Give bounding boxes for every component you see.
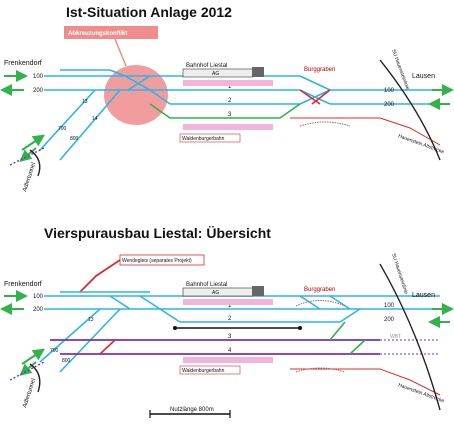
top-arrow-tunnel-700 (19, 147, 37, 162)
conflict-zone (104, 65, 168, 125)
bottom-tunnel-dashed (9, 361, 45, 381)
top-station-name: Bahnhof Liestal (186, 63, 227, 69)
bottom-tunnel-label: Adlertunnel (22, 378, 37, 409)
top-arrow-tunnel-800 (21, 134, 45, 151)
top-bridge-label: Burggraben (304, 67, 335, 73)
top-right-station: Lausen (412, 73, 435, 80)
top-station-ag: AG (212, 71, 219, 77)
top-tunnel-arc (29, 149, 41, 177)
bottom-crossover-red (99, 339, 116, 355)
bottom-track-800: 800 (62, 358, 71, 364)
bottom-crossover-green-2 (349, 339, 366, 355)
bottom-track-700: 700 (50, 348, 59, 354)
bottom-label-left-100: 100 (33, 294, 44, 300)
bottom-arrow-tunnel-800 (21, 348, 45, 365)
bottom-station-block (252, 286, 264, 296)
top-branch-box (179, 133, 241, 143)
bottom-arrow-tunnel-700 (19, 361, 37, 376)
bottom-branch-red (290, 368, 441, 396)
bottom-track-2: 2 (228, 316, 232, 322)
bottom-track-4-label: 4 (228, 348, 232, 354)
top-track-3-label: 3 (228, 112, 232, 118)
top-track-2: 2 (228, 98, 232, 104)
top-bridge-x2 (311, 89, 331, 105)
top-track-13: 13 (82, 99, 88, 105)
bottom-branch-box (179, 365, 241, 375)
conflict-label-box (64, 26, 158, 39)
wendegleis-label: Wendegleis (separates Projekt) (122, 258, 192, 264)
top-branch-label: Waldenburgerbahn (182, 136, 225, 142)
bottom-crossover-green-1 (329, 321, 346, 341)
bottom-label-right-100: 100 (384, 303, 395, 309)
top-platform-2 (183, 124, 273, 130)
top-bridge-arc (299, 121, 351, 127)
bottom-platform-2 (183, 357, 273, 363)
top-label-left-100: 100 (33, 74, 44, 80)
bottom-label-left-200: 200 (33, 307, 44, 313)
bottom-tracks (39, 291, 440, 373)
conflict-pointer (114, 38, 127, 67)
top-track-14: 14 (92, 116, 98, 122)
top-bridge-x1 (299, 89, 321, 105)
top-hauenstein-line (379, 59, 441, 161)
conflict-label: Abkreuzungskonflikt (68, 31, 127, 37)
bottom-bridge-arc-bottom (295, 367, 346, 373)
bottom-right-station: Lausen (412, 292, 435, 299)
top-old-line-label: Hauenstein Altstrecke (397, 133, 445, 155)
top-left-station: Frenkendorf (4, 60, 42, 67)
bottom-track-1: 1 (228, 303, 232, 309)
top-tunnel-label: Adlertunnel (22, 162, 37, 193)
top-hauenstein-label: SU Hauensteinlinie (390, 49, 410, 91)
bottom-platform-end-right (298, 326, 302, 330)
top-label-right-100: 100 (384, 88, 395, 94)
bottom-track-3-label: 3 (228, 334, 232, 340)
bottom-station-ag: AG (212, 290, 219, 296)
bottom-tunnel-arc (29, 363, 41, 393)
top-platform-1 (183, 80, 273, 86)
top-track-700: 700 (58, 126, 67, 132)
bottom-hauenstein-line (379, 263, 441, 411)
top-branch-red (290, 117, 441, 146)
top-track-800: 800 (70, 136, 79, 142)
bottom-bridge-label: Burggraben (304, 287, 335, 293)
bottom-wbt-label: WBT (390, 334, 401, 340)
top-track-3 (149, 103, 301, 119)
scale-label: Nutzlänge 800m (170, 407, 214, 413)
bottom-platform-1 (183, 299, 273, 305)
bottom-platform-end-left (173, 326, 177, 330)
top-station-block (252, 67, 264, 77)
top-label-left-200: 200 (33, 88, 44, 94)
bottom-label-right-200: 200 (384, 317, 395, 323)
bottom-bridge-arc-top (295, 300, 346, 307)
top-label-right-200: 200 (384, 102, 395, 108)
wendegleis-track (79, 259, 121, 293)
bottom-station-name: Bahnhof Liestal (186, 282, 227, 288)
bottom-title: Vierspurausbau Liestal: Übersicht (44, 225, 271, 241)
bottom-branch-label: Waldenburgerbahn (182, 368, 225, 374)
top-title: Ist-Situation Anlage 2012 (66, 4, 232, 20)
bottom-left-station: Frenkendorf (4, 281, 42, 288)
bottom-track-13: 13 (88, 317, 94, 323)
top-track-1: 1 (228, 84, 232, 90)
